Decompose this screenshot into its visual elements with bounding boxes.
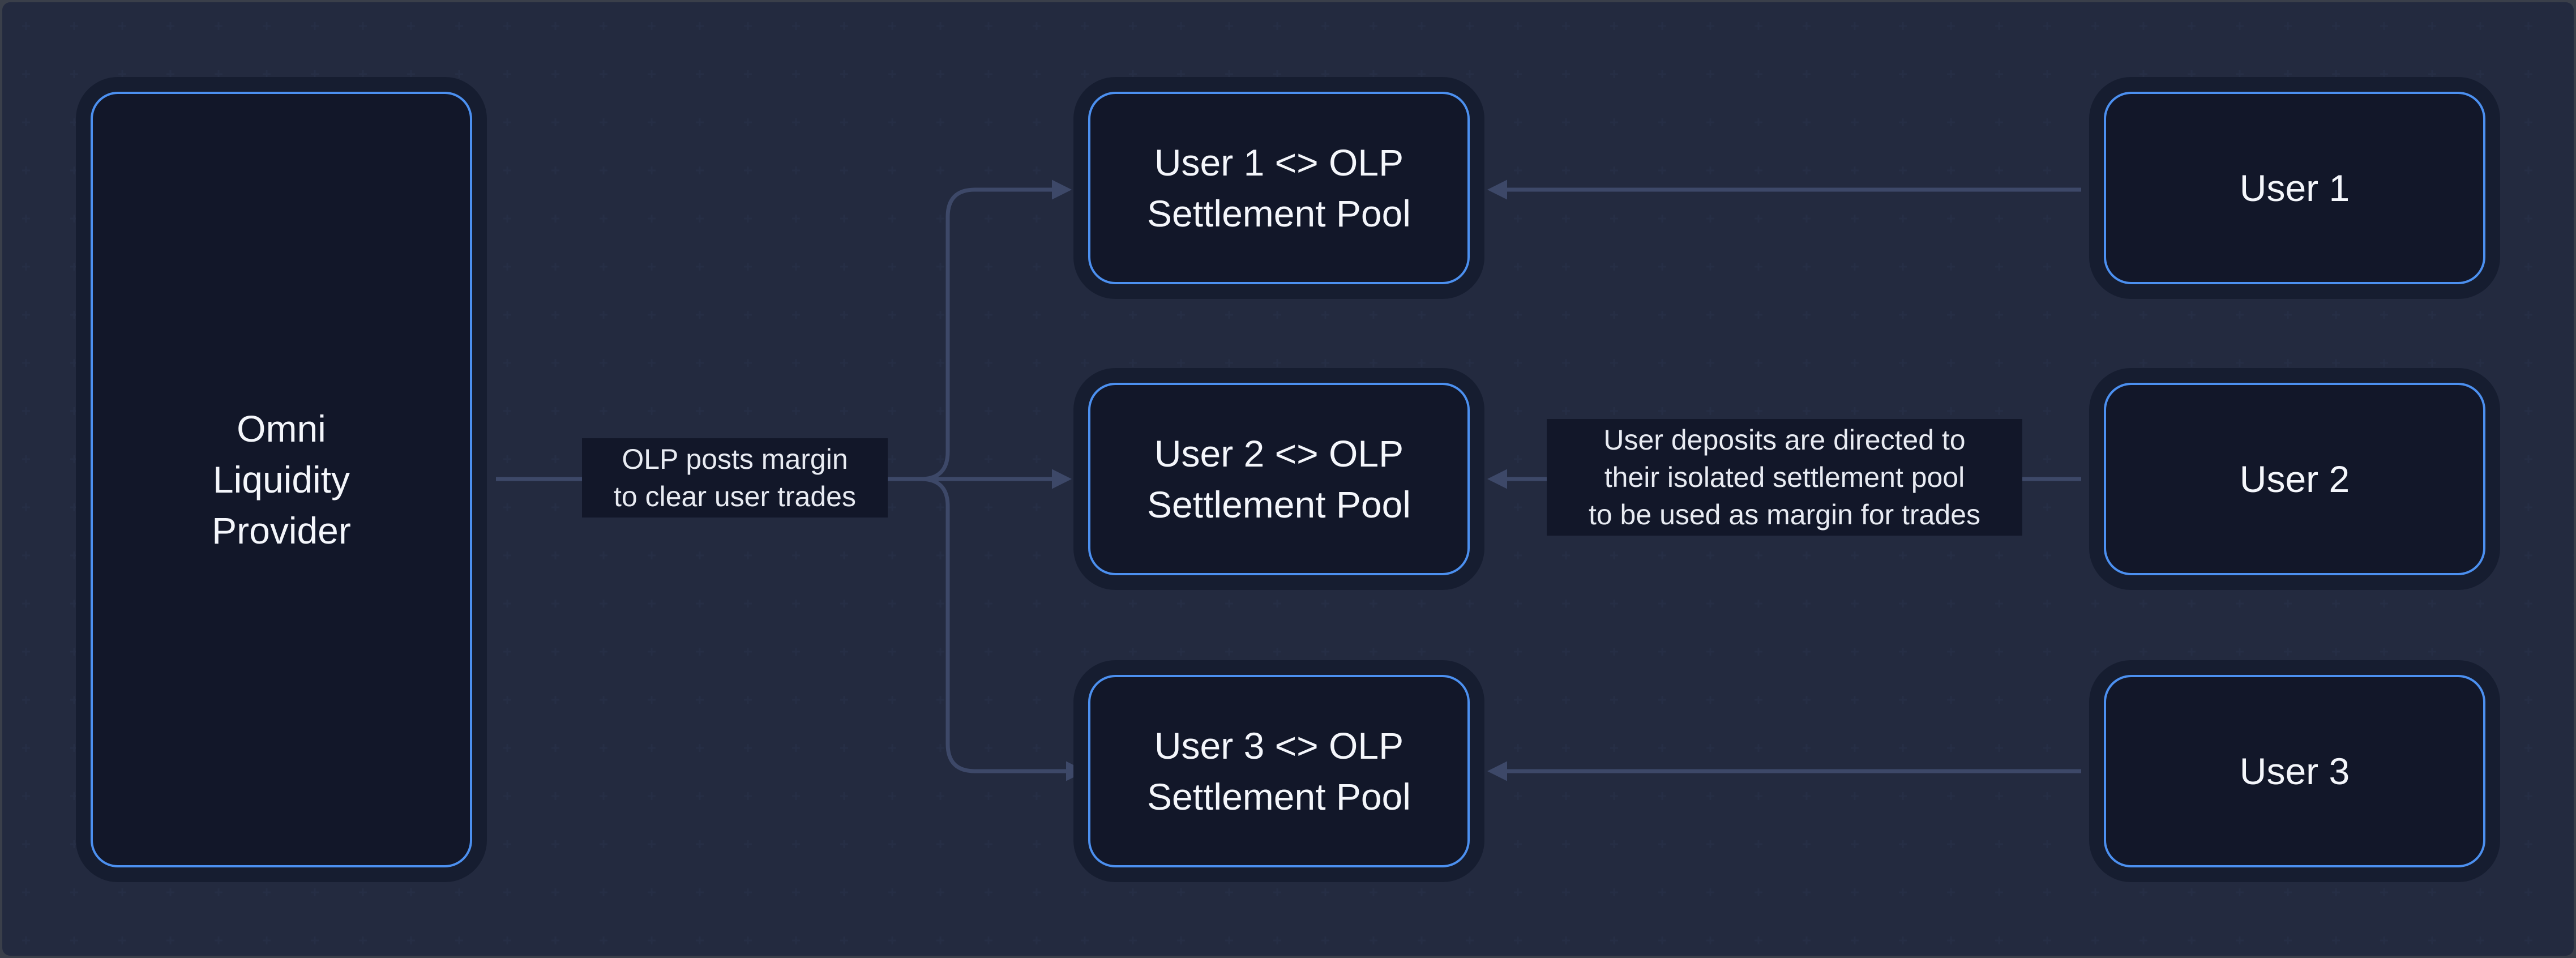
node-user-2: User 2 [2104,383,2485,575]
node-settlement-pool-1: User 1 <> OLP Settlement Pool [1088,92,1470,284]
node-label: User 2 <> OLP Settlement Pool [1147,433,1411,525]
edge-olp-to-pool-3 [920,477,1086,781]
edge-label-user-deposits: User deposits are directed to their isol… [1547,419,2022,536]
node-settlement-pool-2: User 2 <> OLP Settlement Pool [1088,383,1470,575]
node-label: User 3 [2239,750,2350,792]
node-label: User 2 [2239,458,2350,500]
node-omni-liquidity-provider: Omni Liquidity Provider [91,92,472,867]
edge-label-olp-margin: OLP posts margin to clear user trades [582,438,888,518]
node-label: User 1 <> OLP Settlement Pool [1147,142,1411,234]
node-label: User 3 <> OLP Settlement Pool [1147,725,1411,818]
node-label: Omni Liquidity Provider [212,408,351,551]
edge-olp-to-pool-1 [920,179,1072,481]
node-user-1: User 1 [2104,92,2485,284]
node-label: User 1 [2239,167,2350,209]
node-settlement-pool-3: User 3 <> OLP Settlement Pool [1088,675,1470,867]
node-user-3: User 3 [2104,675,2485,867]
